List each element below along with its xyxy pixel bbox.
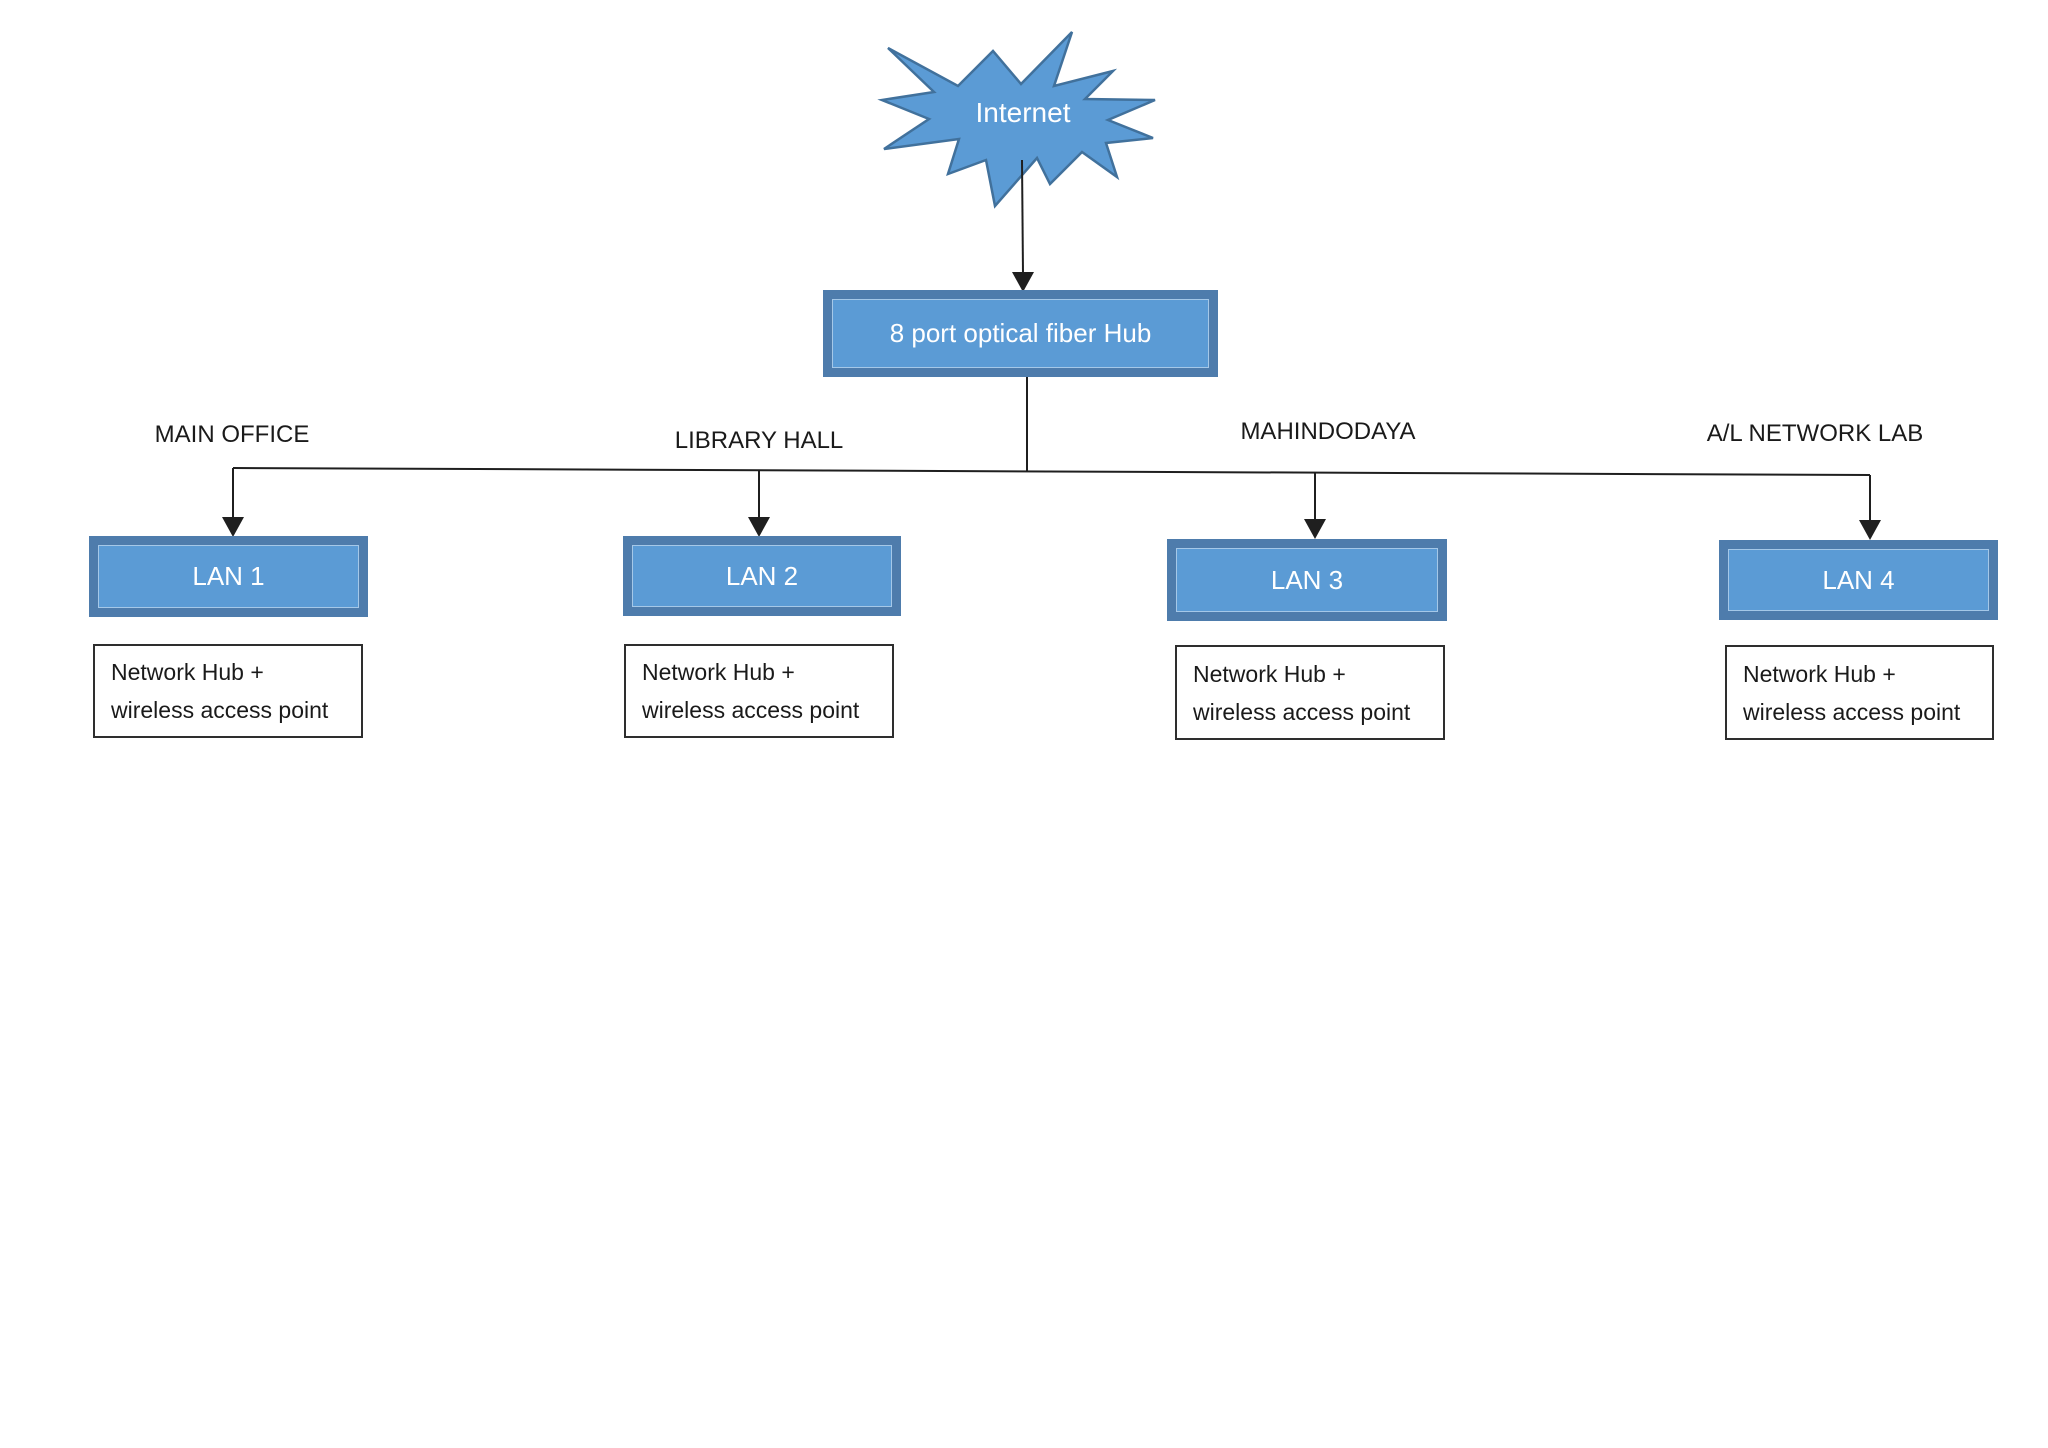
lan3-node-label: LAN 3 bbox=[1270, 564, 1344, 595]
equipment-line: wireless access point bbox=[1193, 698, 1411, 725]
equipment-box-lan4: Network Hub + wireless access point bbox=[1725, 645, 1994, 740]
lan4-node: LAN 4 bbox=[1719, 540, 1998, 620]
arrowhead-internet-to-hub bbox=[1012, 272, 1034, 292]
location-label-mahindodaya: MAHINDODAYA bbox=[1240, 418, 1416, 445]
equipment-box-lan1: Network Hub + wireless access point bbox=[93, 644, 363, 738]
equipment-line: wireless access point bbox=[111, 697, 329, 723]
connector-internet-to-hub bbox=[1021, 159, 1024, 275]
arrowhead-branch-lan3 bbox=[1304, 519, 1326, 539]
location-label-library-hall: LIBRARY HALL bbox=[674, 427, 844, 454]
hub-node-label: 8 port optical fiber Hub bbox=[889, 318, 1152, 348]
equipment-line: wireless access point bbox=[1743, 698, 1961, 725]
location-label-al-network-lab: A/L NETWORK LAB bbox=[1706, 420, 1924, 447]
equipment-line: wireless access point bbox=[642, 697, 860, 723]
equipment-line: Network Hub + bbox=[1743, 660, 1896, 687]
location-label-main-office: MAIN OFFICE bbox=[154, 421, 310, 448]
lan2-node-label: LAN 2 bbox=[725, 560, 799, 591]
internet-node-label: Internet bbox=[975, 97, 1071, 128]
arrowhead-branch-lan2 bbox=[748, 517, 770, 537]
equipment-box-lan3: Network Hub + wireless access point bbox=[1175, 645, 1445, 740]
equipment-line: Network Hub + bbox=[1193, 660, 1346, 687]
arrowhead-branch-lan1 bbox=[222, 517, 244, 537]
arrowhead-branch-lan4 bbox=[1859, 520, 1881, 540]
hub-node: 8 port optical fiber Hub bbox=[823, 290, 1218, 377]
lan2-node: LAN 2 bbox=[623, 536, 901, 616]
equipment-line: Network Hub + bbox=[642, 659, 795, 685]
lan1-node: LAN 1 bbox=[89, 536, 368, 617]
connector-distribution-line bbox=[232, 467, 1871, 476]
equipment-line: Network Hub + bbox=[111, 659, 264, 685]
lan1-node-label: LAN 1 bbox=[192, 561, 265, 591]
equipment-box-lan2: Network Hub + wireless access point bbox=[624, 644, 894, 738]
internet-starburst-shape bbox=[877, 31, 1156, 209]
lan4-node-label: LAN 4 bbox=[1822, 564, 1895, 595]
lan3-node: LAN 3 bbox=[1167, 539, 1447, 621]
